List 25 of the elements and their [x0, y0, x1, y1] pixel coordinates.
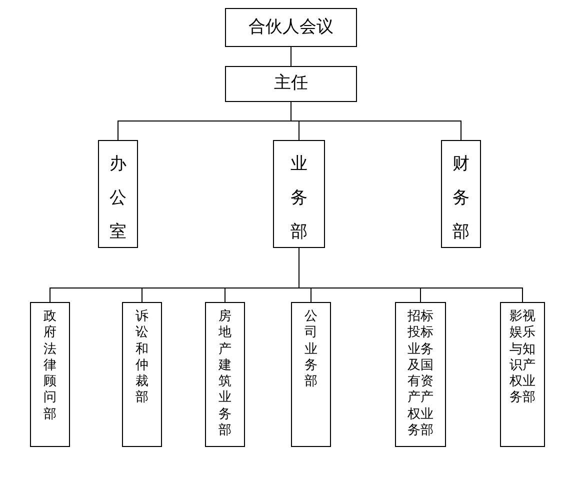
org-label: 诉讼和仲裁部 — [136, 309, 148, 406]
org-label: 政府法律顾问部 — [44, 309, 56, 423]
connector-line — [290, 46, 292, 66]
org-box — [30, 302, 70, 447]
org-label: 办公室 — [110, 153, 126, 244]
org-label: 业务部 — [290, 153, 308, 244]
org-box — [98, 140, 138, 248]
connector-line — [298, 248, 523, 302]
org-label: 主任 — [274, 72, 308, 96]
org-box — [225, 66, 357, 102]
org-label: 房地产建筑业务部 — [218, 309, 232, 439]
org-label: 财务部 — [452, 153, 470, 244]
connector-line — [290, 102, 462, 140]
org-box — [122, 302, 162, 447]
org-label: 合伙人会议 — [248, 16, 334, 39]
org-label: 招标投标业务及国有资产产权业务部 — [408, 309, 434, 439]
org-box — [395, 302, 446, 447]
org-label: 影视娱乐与知识产权业务部 — [510, 309, 536, 406]
org-box — [205, 302, 245, 447]
org-box — [500, 302, 545, 447]
org-box — [291, 302, 331, 447]
org-box — [273, 140, 325, 248]
org-label: 公司业务部 — [304, 309, 318, 390]
org-box — [441, 140, 481, 248]
org-box — [225, 8, 357, 47]
